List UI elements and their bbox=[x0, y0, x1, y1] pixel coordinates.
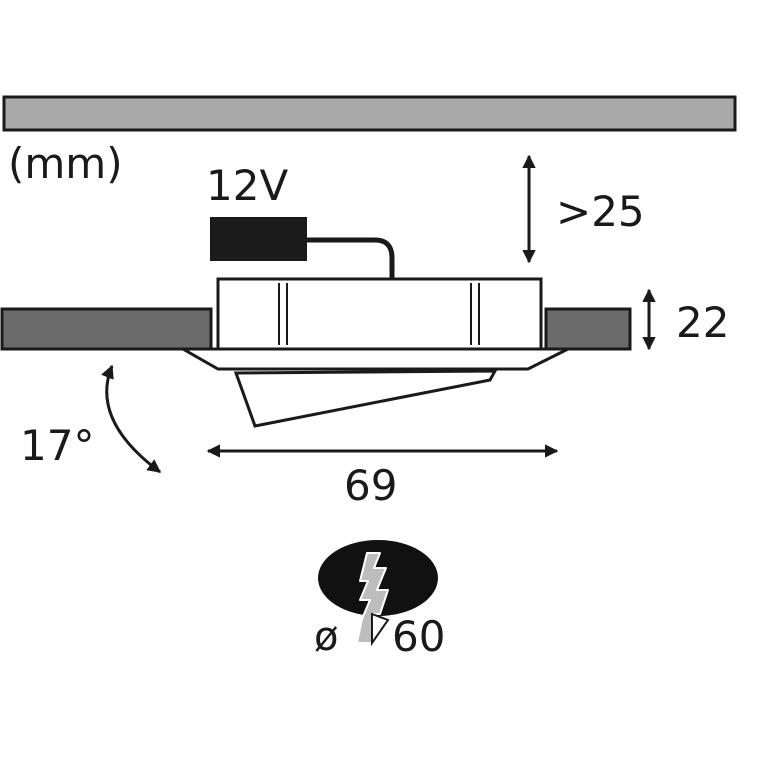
ceiling-slab bbox=[2, 95, 737, 132]
thickness-label: 22 bbox=[676, 298, 729, 347]
trim-ring bbox=[177, 347, 569, 371]
tilted-lamp bbox=[233, 369, 498, 428]
diameter-symbol: ø bbox=[314, 614, 338, 660]
driver-box bbox=[210, 217, 307, 261]
tilt-label: 17° bbox=[20, 421, 94, 470]
power-cable bbox=[306, 237, 395, 283]
width-label: 69 bbox=[344, 461, 397, 510]
tilt-arrow bbox=[101, 364, 162, 474]
clearance-label: >25 bbox=[556, 187, 645, 236]
saw-tip bbox=[371, 612, 390, 647]
voltage-label: 12V bbox=[206, 161, 288, 210]
unit-label: (mm) bbox=[8, 139, 123, 188]
panel-right bbox=[544, 307, 632, 351]
fixture-housing bbox=[216, 277, 543, 351]
panel-left bbox=[0, 307, 213, 351]
diameter-label: 60 bbox=[392, 612, 445, 661]
